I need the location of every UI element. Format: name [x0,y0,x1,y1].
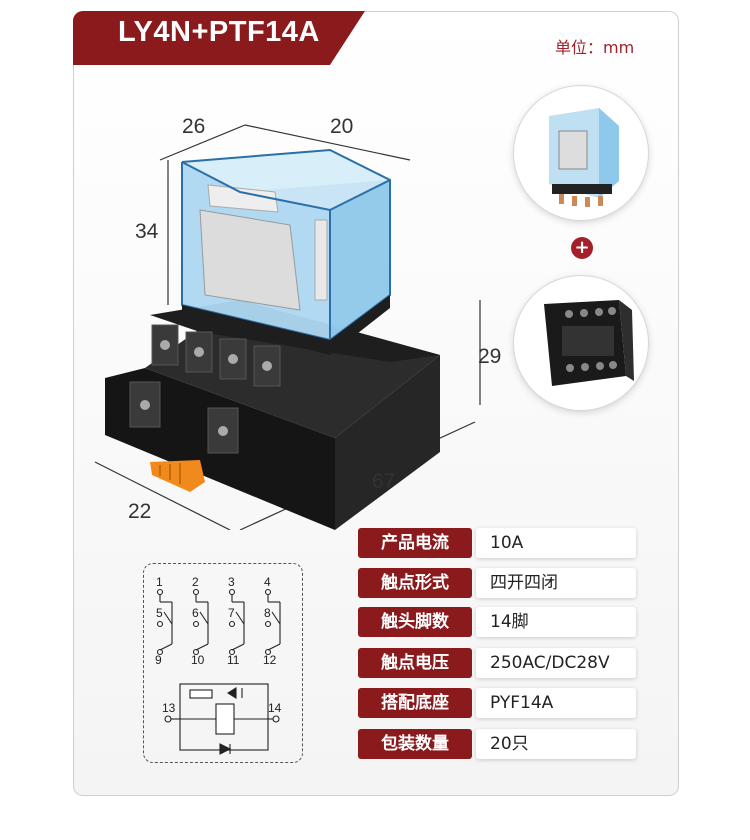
spec-row-pins: 触头脚数 14脚 [358,607,638,637]
spec-value: 20只 [476,729,636,759]
spec-key: 包装数量 [358,729,472,759]
pin-label: 14 [268,701,282,715]
unit-label: 单位：mm [555,38,635,57]
spec-row-socket: 搭配底座 PYF14A [358,688,638,718]
spec-value: 250AC/DC28V [476,648,636,678]
spec-key: 搭配底座 [358,688,472,718]
pin-label: 2 [192,575,199,589]
spec-value: PYF14A [476,688,636,718]
title-banner [73,11,365,65]
relay-body [181,148,391,355]
pin-label: 5 [156,606,163,620]
spec-value: 14脚 [476,607,636,637]
spec-key: 触点电压 [358,648,472,678]
dim-base-width: 22 [128,500,151,523]
spec-value: 四开四闭 [476,568,636,598]
pin-label: 11 [227,653,240,667]
spec-key: 触点形式 [358,568,472,598]
wiring-diagram: 1 2 3 4 5 6 7 8 9 10 11 12 13 14 [143,563,303,763]
pin-label: 1 [156,575,163,589]
pin-label: 8 [264,606,271,620]
pin-label: 13 [162,701,176,715]
pin-label: 6 [192,606,199,620]
socket-thumbnail [514,276,648,410]
pin-label: 9 [155,653,162,667]
dim-base-height: 29 [478,345,501,368]
page-title: LY4N+PTF14A [118,16,320,48]
pin-label: 10 [191,653,205,667]
plus-icon: + [571,237,593,259]
spec-row-package: 包装数量 20只 [358,729,638,759]
dim-relay-width: 26 [182,115,205,138]
pin-label: 4 [264,575,271,589]
spec-key: 触头脚数 [358,607,472,637]
pin-label: 3 [228,575,235,589]
relay-illustration: 26 20 34 29 67 22 [94,115,501,530]
spec-key: 产品电流 [358,528,472,558]
dim-relay-depth: 20 [330,115,353,138]
relay-thumbnail [514,86,648,220]
dim-relay-height: 34 [135,220,159,243]
pin-label: 7 [228,606,235,620]
spec-row-contact-form: 触点形式 四开四闭 [358,568,638,598]
spec-row-voltage: 触点电压 250AC/DC28V [358,648,638,678]
dim-base-length: 67 [372,470,395,493]
spec-row-current: 产品电流 10A [358,528,638,558]
pin-label: 12 [263,653,277,667]
spec-value: 10A [476,528,636,558]
